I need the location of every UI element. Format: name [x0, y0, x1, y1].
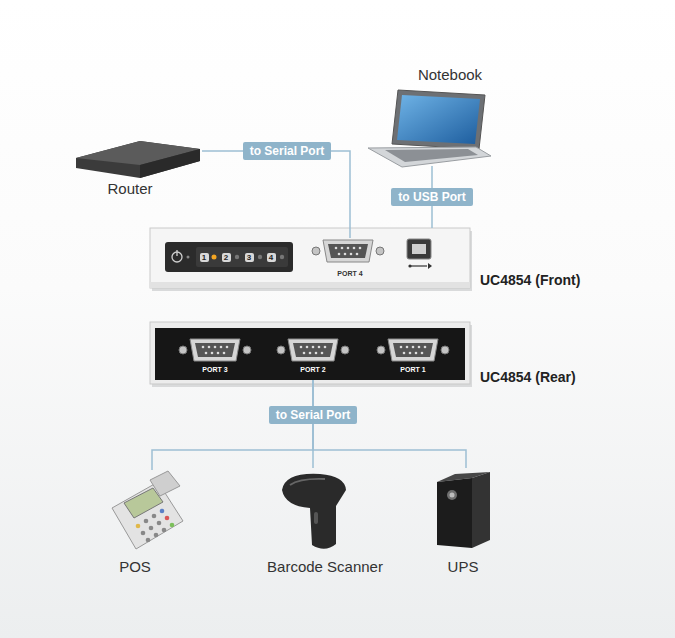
notebook-node: Notebook [365, 66, 490, 166]
ups-icon-part [447, 490, 457, 500]
node-label: PORT 2 [278, 366, 348, 373]
node-label: UC4854 (Front) [480, 272, 580, 288]
pos-icon-part [152, 514, 157, 519]
pos-icon-part [149, 526, 154, 531]
pos-icon-part [112, 482, 183, 549]
node-label: PORT 3 [180, 366, 250, 373]
barcode-scanner-icon [282, 474, 346, 549]
router-node: Router [72, 138, 202, 198]
ups-icon [437, 472, 490, 548]
rear-panel-part [179, 339, 251, 361]
ups-icon-part [472, 472, 490, 548]
front-panel [150, 228, 472, 291]
connector-line [152, 380, 313, 470]
port-node: PORT 2 [278, 336, 348, 380]
front-panel-part [411, 265, 427, 266]
led-number: 2 [222, 253, 231, 262]
node-label: UC4854 (Rear) [480, 369, 576, 385]
front-panel-part [428, 263, 432, 269]
node-label: PORT 1 [378, 366, 448, 373]
pos-icon-part [136, 524, 141, 529]
front-panel-part [407, 239, 431, 259]
connector-line [313, 380, 466, 468]
pos-icon-part [162, 528, 167, 533]
pos-icon-part [144, 519, 149, 524]
front-panel-part [212, 255, 217, 260]
front-panel-part [408, 264, 411, 267]
front-panel-part [165, 242, 293, 272]
node-label: Barcode Scanner [255, 558, 395, 575]
rear-panel-part [377, 339, 449, 361]
node-label: POS [92, 558, 178, 575]
barcode-scanner-icon-part [314, 512, 318, 524]
laptop-icon-part [368, 147, 491, 167]
pos-icon-part [141, 531, 146, 536]
port-node: PORT 1 [378, 336, 448, 380]
node-label: PORT 4 [315, 270, 385, 277]
node-label: Router [72, 180, 188, 197]
port-node: PORT 4 [315, 238, 385, 280]
front-panel-part [196, 247, 288, 267]
connector-label: to Serial Port [243, 142, 332, 160]
device-node: Barcode Scanner [255, 468, 395, 578]
front-panel-part [176, 250, 177, 256]
device-panel: UC4854 (Front)PORT 4 [150, 228, 470, 288]
pos-icon [112, 471, 183, 549]
ups-icon-part [437, 478, 472, 548]
led-number: 1 [200, 253, 209, 262]
pos-icon-part [157, 521, 162, 526]
front-panel-part [412, 244, 426, 254]
ups-icon-part [450, 493, 455, 498]
device-node: POS [92, 470, 202, 578]
pos-icon-part [146, 538, 151, 543]
device-panel: UC4854 (Rear)PORT 3PORT 2PORT 1 [150, 322, 470, 384]
barcode-scanner-icon-part [282, 474, 346, 549]
connector-label: to USB Port [391, 188, 472, 206]
node-label: Notebook [390, 66, 510, 83]
front-panel-part [312, 240, 384, 262]
router-icon-part [76, 141, 200, 178]
front-panel-part [258, 255, 262, 259]
connector-label: to Serial Port [269, 406, 358, 424]
pos-icon-part [170, 523, 175, 528]
port-node: PORT 3 [180, 336, 250, 380]
front-panel-part [150, 228, 470, 288]
pos-icon-part [154, 533, 159, 538]
rear-panel-part [152, 325, 472, 387]
rear-panel-part [150, 322, 470, 384]
led-number: 3 [245, 253, 254, 262]
laptop-icon-part [385, 149, 478, 162]
node-label: UPS [420, 558, 506, 575]
router-icon-part [140, 149, 200, 178]
front-panel-part [280, 255, 284, 259]
connector-line [202, 151, 350, 238]
front-panel-part [150, 282, 470, 288]
laptop-icon [368, 90, 491, 167]
rear-panel [150, 322, 472, 387]
laptop-icon-part [397, 95, 480, 144]
front-panel-part [235, 255, 239, 259]
rear-panel-part [277, 339, 349, 361]
pos-icon-part [165, 516, 170, 521]
front-panel-part [187, 256, 190, 259]
pos-icon-part [124, 488, 163, 518]
rear-panel-part [155, 328, 465, 380]
barcode-scanner-icon-part [290, 479, 325, 485]
led-number: 4 [267, 253, 276, 262]
pos-icon-part [160, 509, 165, 514]
device-node: UPS [420, 468, 510, 578]
laptop-icon-part [392, 90, 485, 149]
router-icon [76, 141, 200, 178]
